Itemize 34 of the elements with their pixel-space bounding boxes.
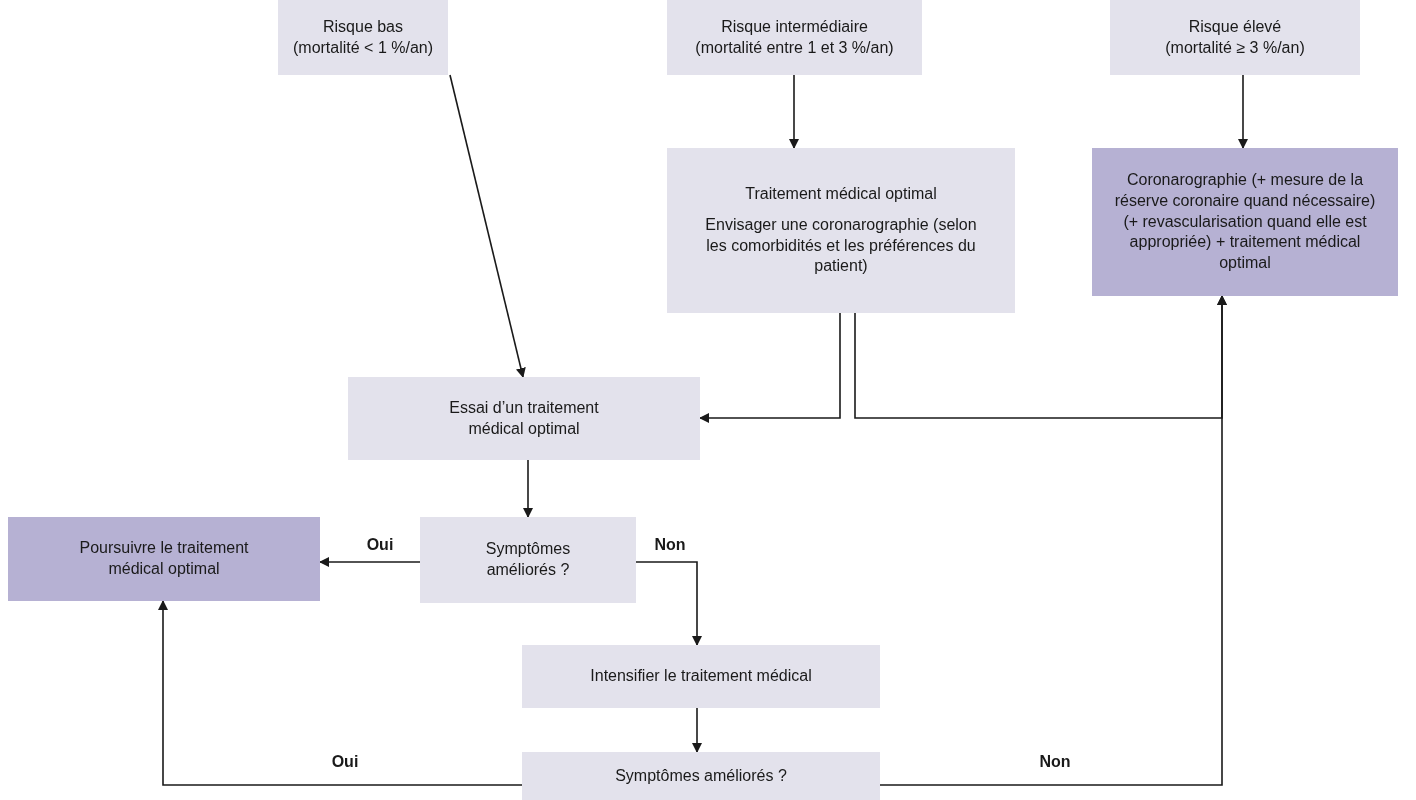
arrow [789,74,799,149]
arrow [879,295,1227,786]
process-box [522,752,880,800]
arrow [158,600,523,786]
arrow [635,561,702,646]
arrow [1238,74,1248,149]
outcome-box [8,517,320,601]
arrow [699,312,841,423]
box-text: (mortalité < 1 %/an) [292,37,434,58]
process-box [420,517,636,603]
arrow [319,557,421,567]
process-box [348,377,700,460]
arrow [692,707,702,753]
box-text: Essai d’un traitement médical optimal [448,397,600,439]
box-text: Envisager une coronarographie (selon les comorbidités et les préférences du patient) [704,214,978,277]
process-box [667,148,1015,313]
process-box [522,645,880,708]
process-box [278,0,448,75]
box-text: Risque élevé [1188,16,1282,37]
box-text: Traitement médical optimal [745,183,937,204]
box-text: Symptômes améliorés ? [615,765,787,786]
arrow [523,459,533,518]
box-text: Coronarographie (+ mesure de la réserve coronaire quand nécessaire) (+ revascularisation quand elle est appropriée) + traitement médical optimal [1114,170,1376,274]
box-text: Poursuivre le traitement médical optimal [78,538,250,579]
arrow [449,74,526,378]
process-box [1110,0,1360,75]
box-text: (mortalité entre 1 et 3 %/an) [695,37,894,58]
process-box [667,0,922,75]
box-text: (mortalité ≥ 3 %/an) [1165,37,1305,58]
box-text: Risque bas [322,16,403,37]
box-text: Risque intermédiaire [721,16,868,37]
box-text: Symptômes améliorés ? [484,539,572,580]
outcome-box [1092,148,1398,296]
box-text: Intensifier le traitement médical [590,666,812,687]
